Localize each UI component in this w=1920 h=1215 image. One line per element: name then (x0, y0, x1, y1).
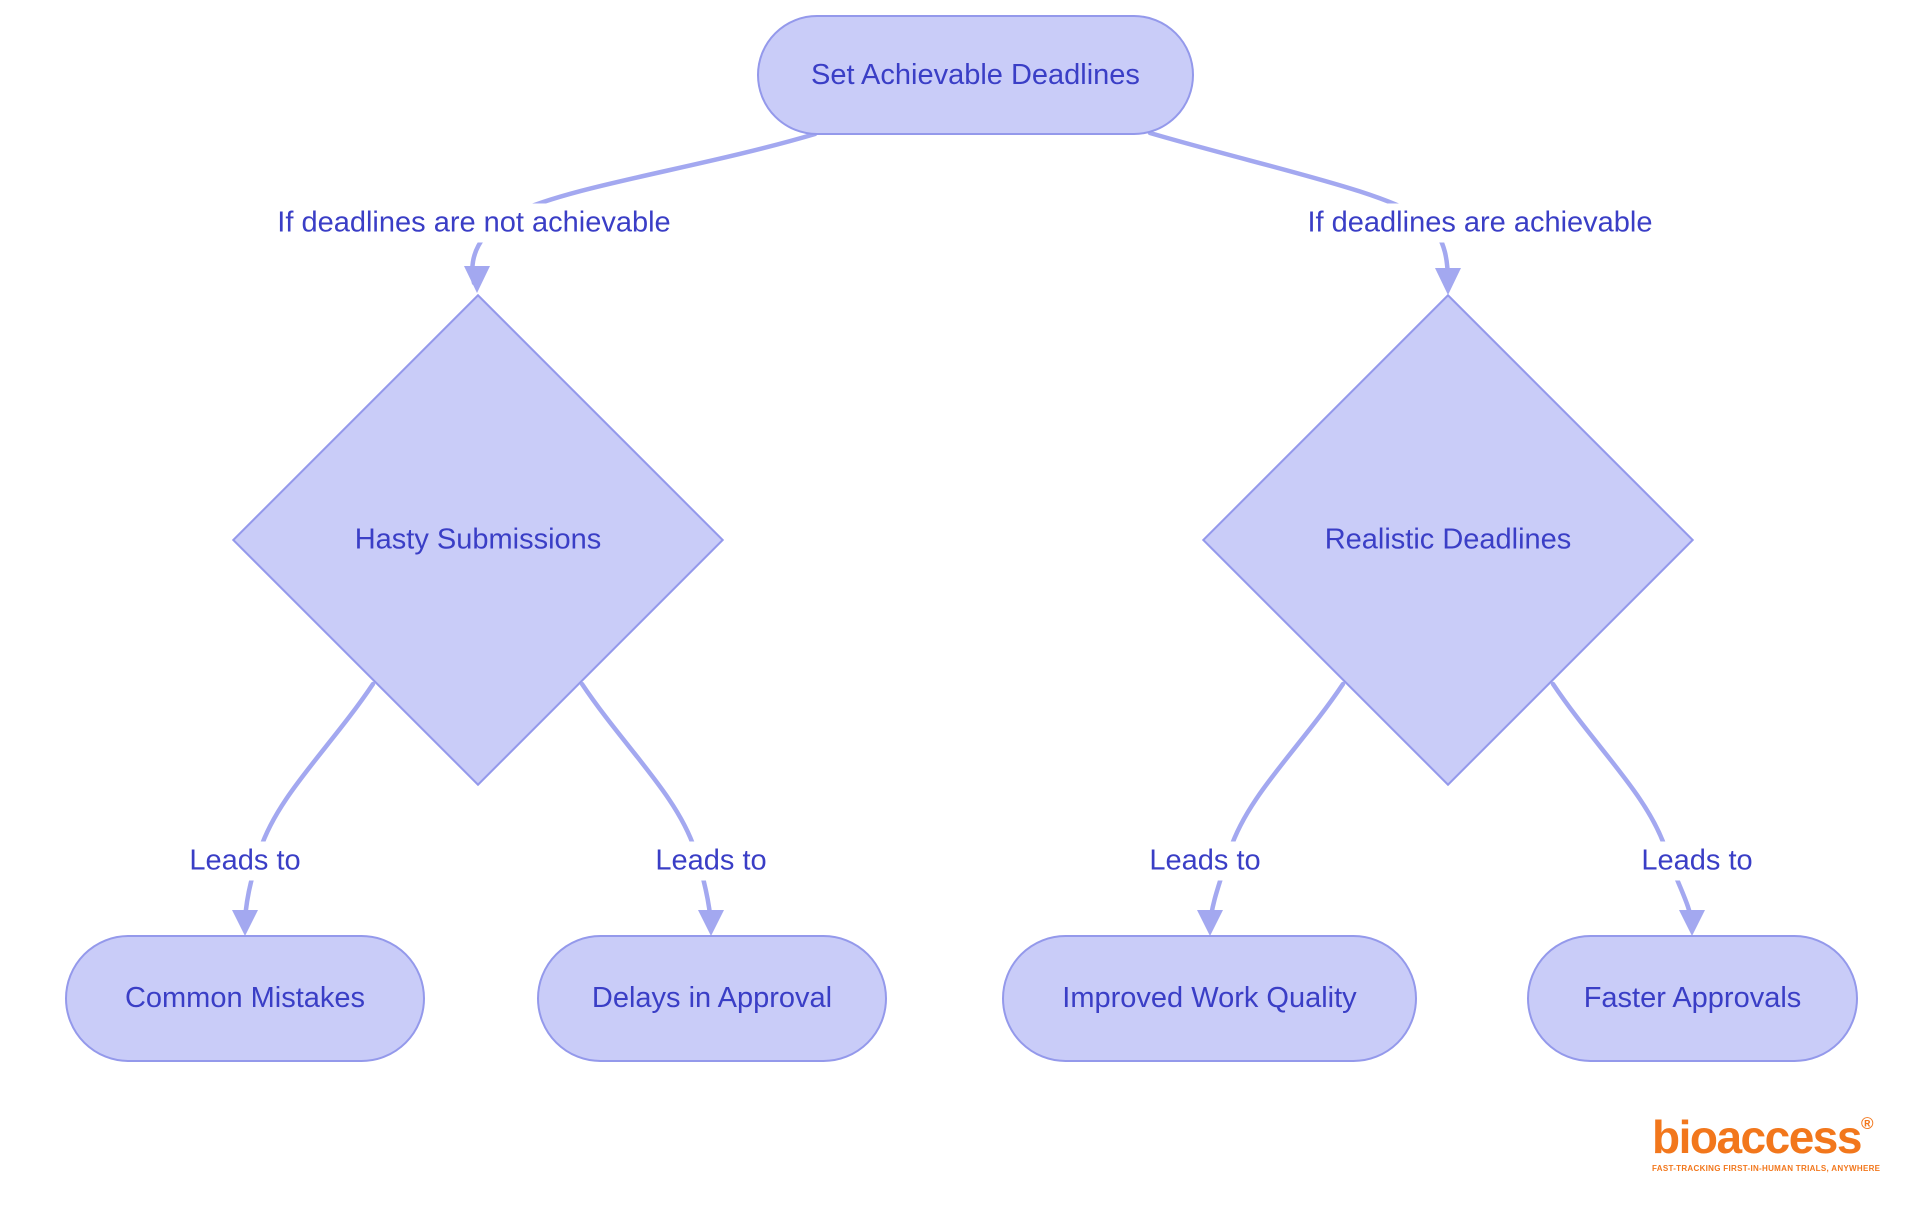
node-improved-work-quality: Improved Work Quality (1002, 935, 1417, 1062)
bioaccess-logo: bioaccess® FAST-TRACKING FIRST-IN-HUMAN … (1652, 1114, 1880, 1173)
bioaccess-logo-brand-text: bioaccess (1652, 1111, 1862, 1163)
bioaccess-logo-tagline: FAST-TRACKING FIRST-IN-HUMAN TRIALS, ANY… (1652, 1164, 1881, 1173)
node-realistic-deadlines-label: Realistic Deadlines (1324, 523, 1572, 556)
edge-label-leads-to-1: Leads to (181, 841, 309, 881)
node-set-achievable-deadlines-label: Set Achievable Deadlines (811, 58, 1140, 91)
edge-hasty-to-delays-arrowhead (698, 910, 724, 936)
edge-hasty-to-common-mistakes (242, 681, 376, 929)
node-common-mistakes: Common Mistakes (65, 935, 425, 1062)
node-common-mistakes-label: Common Mistakes (124, 982, 366, 1014)
bioaccess-logo-wordmark: bioaccess® (1652, 1114, 1880, 1160)
edge-label-leads-to-3: Leads to (1141, 841, 1269, 881)
node-delays-in-approval: Delays in Approval (537, 935, 887, 1062)
node-improved-work-quality-label: Improved Work Quality (1062, 982, 1357, 1014)
edge-root-to-hasty (470, 131, 818, 286)
edge-root-to-hasty-arrowhead (464, 266, 490, 293)
edge-label-not-achievable: If deadlines are not achievable (269, 203, 679, 243)
edge-label-leads-to-2: Leads to (647, 841, 775, 881)
node-hasty-submissions-label: Hasty Submissions (354, 523, 602, 556)
node-delays-in-approval-label: Delays in Approval (591, 982, 833, 1014)
node-faster-approvals-label: Faster Approvals (1583, 982, 1802, 1014)
edge-realistic-to-faster-arrowhead (1679, 910, 1705, 936)
edge-hasty-to-common-mistakes-arrowhead (232, 910, 258, 936)
registered-trademark-symbol: ® (1860, 1114, 1874, 1133)
edge-root-to-realistic-arrowhead (1435, 268, 1461, 295)
edge-hasty-to-delays (579, 681, 714, 929)
node-set-achievable-deadlines: Set Achievable Deadlines (757, 15, 1194, 135)
edge-realistic-to-improved-arrowhead (1197, 910, 1223, 936)
node-faster-approvals: Faster Approvals (1527, 935, 1858, 1062)
edge-label-leads-to-4: Leads to (1633, 841, 1761, 881)
edge-realistic-to-improved (1207, 681, 1346, 929)
edge-realistic-to-faster (1550, 681, 1695, 929)
edge-label-achievable: If deadlines are achievable (1299, 203, 1661, 243)
